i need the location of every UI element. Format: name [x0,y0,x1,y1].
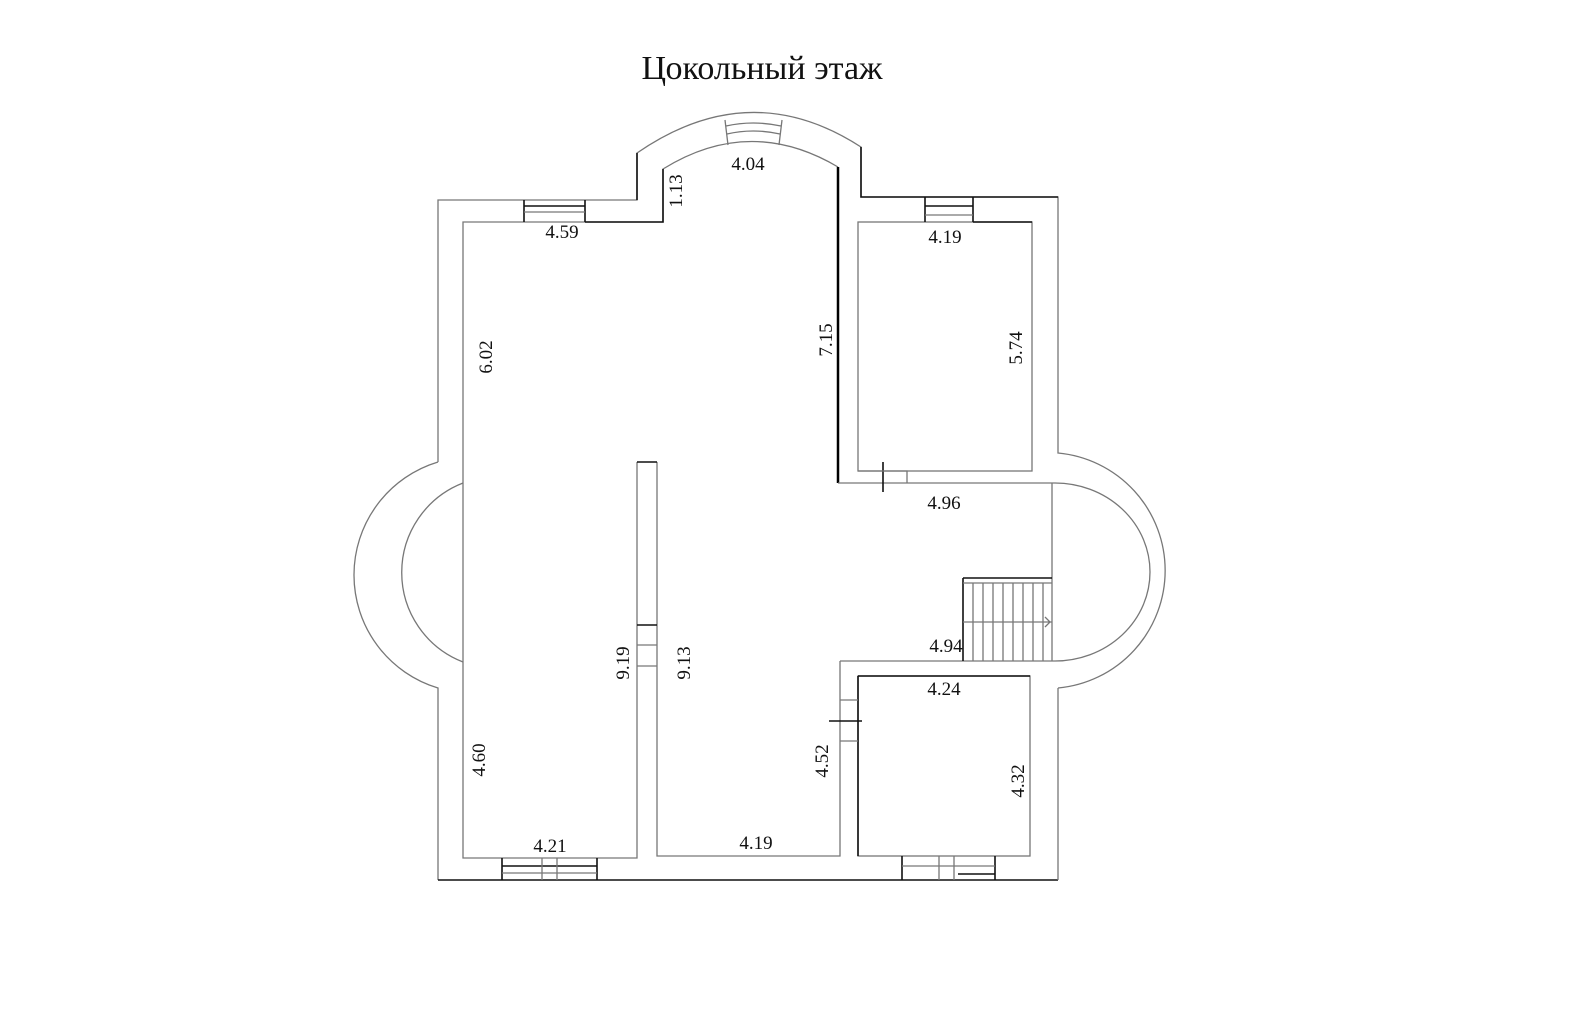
dim-bottom-right-room-width: 4.24 [927,679,961,700]
dim-top-right-room-width: 4.19 [928,227,961,248]
window-bottom-right [901,856,996,880]
dim-hall-width-upper: 4.96 [927,493,960,514]
dim-left-lower-wall: 4.60 [469,743,490,776]
dimension-labels: 4.59 4.04 1.13 4.19 7.15 5.74 6.02 4.96 … [469,154,1029,857]
dim-left-upper-wall: 6.02 [476,340,497,373]
door-markers [637,462,908,742]
plan-title: Цокольный этаж [641,50,883,87]
window-bay-top [724,119,783,146]
dim-bottom-left-room-width: 4.21 [533,836,566,857]
dim-top-right-room-height: 5.74 [1006,331,1027,365]
staircase [962,577,1052,661]
dim-bottom-right-room-height: 4.32 [1008,764,1029,797]
windows [501,119,996,880]
dim-partition-right: 9.13 [674,646,695,679]
dim-bay-depth: 1.13 [666,174,687,207]
window-top-left [523,200,586,222]
dim-bottom-middle-width: 4.19 [739,833,772,854]
window-bottom-left [501,858,598,880]
dim-hall-lower-wall: 4.52 [812,744,833,777]
dim-partition-left: 9.19 [613,646,634,679]
inner-walls [401,140,1151,859]
outer-walls [353,111,1166,881]
dim-hall-width-lower: 4.94 [929,636,963,657]
dim-bay-top: 4.04 [731,154,765,175]
dim-partition-upper: 7.15 [816,323,837,356]
dim-top-left-wall: 4.59 [545,222,578,243]
window-top-right [924,197,974,222]
